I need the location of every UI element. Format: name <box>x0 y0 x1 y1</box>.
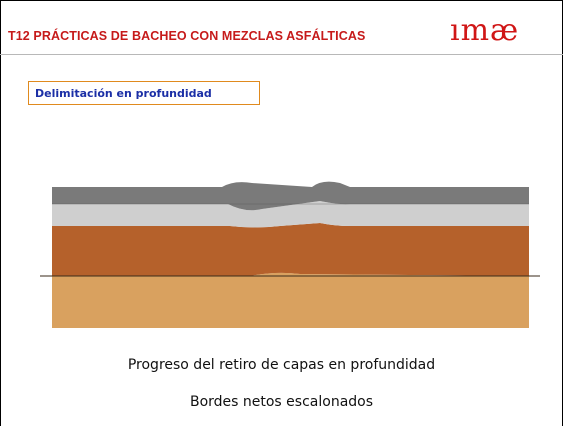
caption-progress: Progreso del retiro de capas en profundi… <box>127 357 436 373</box>
section-heading-box: Delimitación en profundidad <box>28 81 260 105</box>
imae-logo: ımæ <box>450 13 520 48</box>
base-layer <box>52 201 529 228</box>
asphalt-surface-layer <box>52 181 529 211</box>
subbase-layer <box>52 223 529 276</box>
caption-edges: Bordes netos escalonados <box>189 394 374 410</box>
slide-title: T12 PRÁCTICAS DE BACHEO CON MEZCLAS ASFÁ… <box>8 29 366 43</box>
section-heading: Delimitación en profundidad <box>35 87 212 100</box>
subgrade-layer <box>52 272 529 328</box>
header-divider <box>0 54 563 55</box>
